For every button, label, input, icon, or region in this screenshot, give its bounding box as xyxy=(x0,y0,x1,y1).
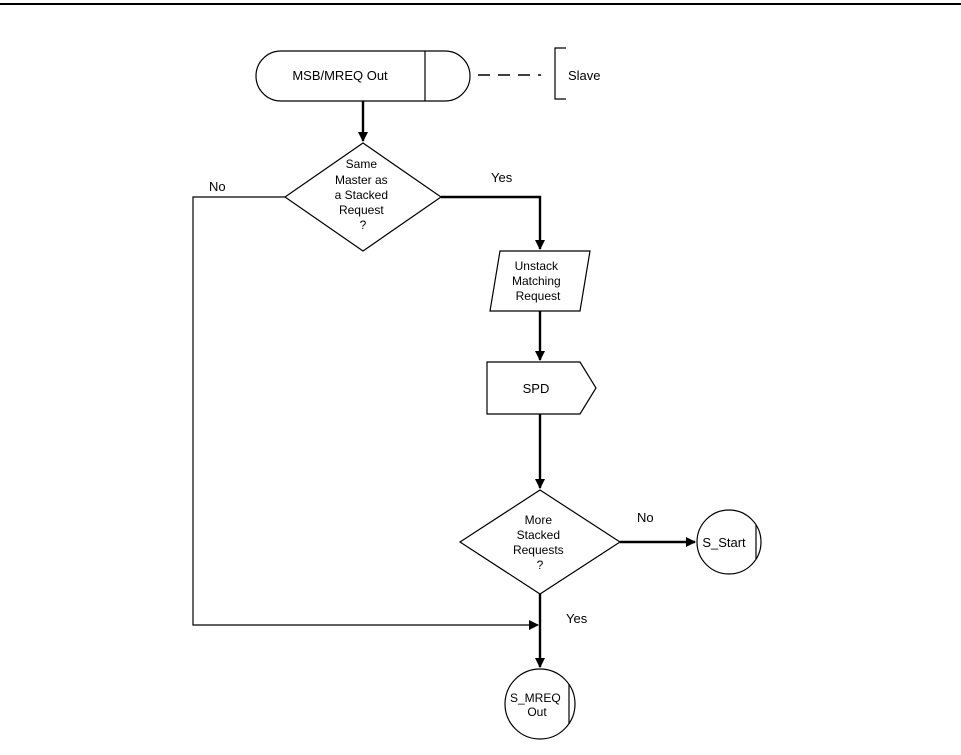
unstack-label: Unstack Matching Request xyxy=(512,259,564,303)
decision1-no-label: No xyxy=(209,179,226,194)
decision-more-stacked-label: More Stacked Requests ? xyxy=(513,513,567,572)
spd-process: SPD xyxy=(486,361,597,415)
s-mreq-out-label: S_MREQ Out xyxy=(510,691,564,719)
decision2-no-label: No xyxy=(637,510,654,525)
decision1-yes-label: Yes xyxy=(491,170,513,185)
start-terminator: MSB/MREQ Out xyxy=(255,50,471,102)
start-terminator-label: MSB/MREQ Out xyxy=(292,68,388,83)
decision-more-stacked: More Stacked Requests ? xyxy=(458,489,622,595)
s-mreq-out-connector: S_MREQ Out xyxy=(504,668,576,740)
s-start-label: S_Start xyxy=(702,535,746,550)
unstack-matching-request: Unstack Matching Request xyxy=(489,250,591,312)
s-start-connector: S_Start xyxy=(696,509,762,575)
decision-same-master: Same Master as a Stacked Request ? xyxy=(283,142,443,252)
decision-same-master-label: Same Master as a Stacked Request ? xyxy=(335,157,392,232)
slave-annotation: Slave xyxy=(554,47,601,100)
arrow-decision1-yes xyxy=(441,195,545,250)
spd-label: SPD xyxy=(523,381,550,396)
decision2-yes-label: Yes xyxy=(566,611,588,626)
arrow-decision1-no xyxy=(192,196,539,630)
slave-label: Slave xyxy=(568,68,601,83)
